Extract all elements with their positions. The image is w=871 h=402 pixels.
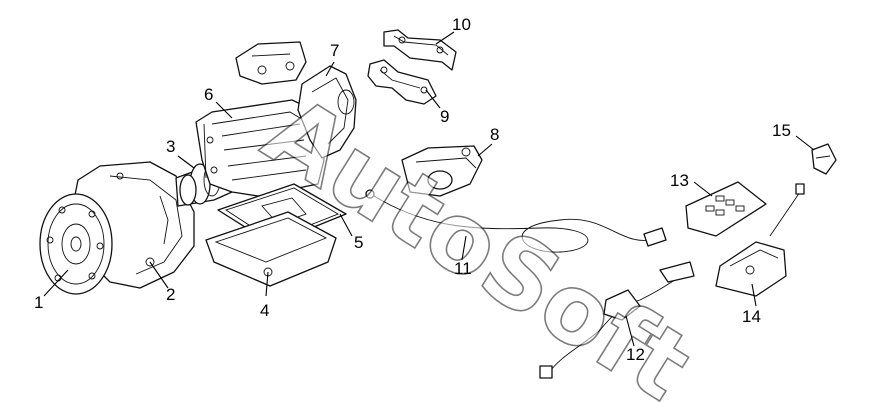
part-1-torque-converter: [39, 193, 113, 295]
part-14-shift-lever-assembly: [715, 183, 805, 297]
part-13-indicator-panel: [685, 181, 767, 237]
callout-3: 3: [166, 137, 175, 156]
part-15-shift-knob: [811, 143, 837, 175]
part-9-mount-bracket: [367, 59, 437, 105]
leader-lines: [43, 31, 815, 347]
callout-6: 6: [204, 85, 213, 104]
callout-10: 10: [452, 15, 471, 34]
callout-15: 15: [772, 121, 791, 140]
callout-5: 5: [354, 233, 363, 252]
callout-12: 12: [626, 345, 645, 364]
callout-labels: 1 2 3 4 5 6 7 8 9 10 11 12 13 14 15: [34, 15, 791, 364]
part-7-extension-housing: [235, 41, 357, 159]
part-10-mount-bracket: [383, 29, 457, 71]
callout-8: 8: [490, 125, 499, 144]
callout-14: 14: [742, 307, 761, 326]
callout-4: 4: [260, 301, 269, 320]
callout-1: 1: [34, 293, 43, 312]
part-8-rear-mount: [401, 145, 483, 197]
part-12-selector-cable: [539, 261, 695, 379]
callout-2: 2: [166, 285, 175, 304]
part-6-transmission-case: [195, 99, 325, 197]
callout-7: 7: [330, 41, 339, 60]
callout-9: 9: [440, 107, 449, 126]
part-11-shift-cable: [365, 189, 667, 253]
part-4-oil-pan: [205, 211, 337, 287]
callout-13: 13: [670, 171, 689, 190]
callout-11: 11: [454, 259, 472, 278]
